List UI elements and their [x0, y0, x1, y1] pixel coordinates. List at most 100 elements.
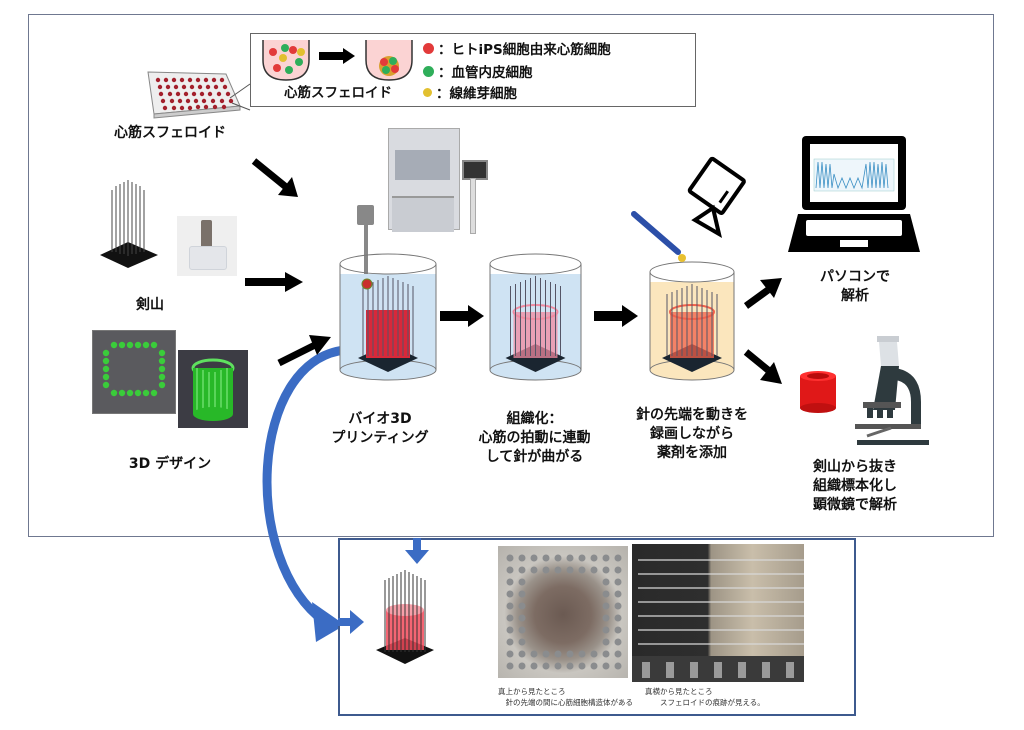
step-label-drug-addition: 針の先端を動きを 録画しながら 薬剤を添加 — [636, 407, 748, 461]
needle-tip — [614, 614, 622, 622]
legend-label: ：血管内皮細胞 — [438, 65, 533, 81]
needle-tip — [566, 662, 574, 670]
needle-tip — [590, 650, 598, 658]
spheroid-droplet — [361, 278, 373, 290]
side-view-caption: 真横から見たところ スフェロイドの痕跡が見える。 — [645, 687, 765, 707]
microscope-analysis-label: 剣山から抜き 組織標本化し 顕微鏡で解析 — [813, 459, 897, 513]
spheroid-input-label: 心筋スフェロイド — [114, 125, 226, 141]
spheroid-cup-before — [262, 40, 310, 81]
spheroid-cup-after — [365, 40, 413, 81]
kenzan-photo — [177, 216, 237, 276]
step-label-tissue-formation: 組織化： 心筋の拍動に連動 して針が曲がる — [478, 411, 591, 465]
needle-tip — [518, 590, 526, 598]
kenzan-label: 剣山 — [136, 297, 164, 313]
needle-tip — [602, 650, 610, 658]
needle-tip — [506, 650, 514, 658]
needle-tip — [530, 566, 538, 574]
needle-tip — [506, 638, 514, 646]
needle-tip — [518, 650, 526, 658]
kenzan-needle-array-icon — [100, 180, 158, 268]
needle-tip — [518, 614, 526, 622]
needle-tip — [506, 554, 514, 562]
legend-item-cardiomyocyte: ：ヒトiPS細胞由来心筋細胞 — [423, 38, 611, 58]
needle-tip — [506, 614, 514, 622]
spheroid-legend-label: 心筋スフェロイド — [284, 85, 392, 101]
needle-tip — [566, 650, 574, 658]
needle-tip — [506, 578, 514, 586]
needle-tip — [566, 554, 574, 562]
beaker-bioprinting — [339, 253, 437, 381]
needle-tip — [518, 578, 526, 586]
needle-tip — [506, 590, 514, 598]
needle-tip — [506, 602, 514, 610]
beaker-drug-addition — [649, 261, 735, 381]
legend-item-fibroblast: ：線維芽細胞 — [423, 82, 517, 102]
needle-tip — [614, 590, 622, 598]
microscope-icon — [855, 336, 929, 445]
needle-tip — [602, 626, 610, 634]
needle-tip — [554, 554, 562, 562]
arrow-spheroid-to-print — [251, 158, 298, 197]
arrow-right-icon — [319, 48, 355, 64]
arrow-kenzan-to-print — [245, 272, 303, 292]
camera-icon — [687, 156, 746, 239]
machine-chamber — [395, 150, 450, 180]
tissue-on-kenzan-illustration — [376, 570, 434, 664]
needle-tip — [614, 626, 622, 634]
arrow-design-to-print — [277, 335, 331, 367]
legend-item-endothelial: ：血管内皮細胞 — [423, 61, 533, 81]
needle-tip — [506, 626, 514, 634]
down-arrow-icon — [405, 538, 429, 564]
machine-cabinet — [392, 196, 454, 232]
needle-tip — [530, 662, 538, 670]
needle-tip — [518, 602, 526, 610]
needle-tip — [614, 602, 622, 610]
needle-tip — [590, 554, 598, 562]
needle-tip — [554, 650, 562, 658]
beaker-rim — [339, 253, 437, 275]
red-cell-sphere-icon — [423, 42, 434, 54]
beaker-tissue-formation — [489, 253, 582, 381]
needle-tip — [542, 554, 550, 562]
needle-tip — [578, 566, 586, 574]
arrow-to-pc — [743, 278, 782, 309]
laptop-icon — [788, 136, 920, 252]
needle-tip — [602, 614, 610, 622]
arrow-tissue-to-drug — [594, 305, 638, 327]
needle-tip — [614, 578, 622, 586]
needle-tip — [542, 662, 550, 670]
needle-tip — [602, 662, 610, 670]
needle-tip — [530, 554, 538, 562]
pipette-icon — [631, 211, 686, 262]
needle-tip — [614, 650, 622, 658]
top-view-caption: 真上から見たところ 針の先端の間に心筋細胞構造体がある — [498, 687, 633, 707]
step-label-bioprinting: バイオ3D プリンティング — [331, 411, 429, 446]
cylinder-design-render — [191, 358, 235, 421]
green-cell-sphere-icon — [423, 65, 434, 77]
needle-tip — [554, 566, 562, 574]
needle-tip — [614, 662, 622, 670]
needle-tip — [518, 566, 526, 574]
arrow-print-to-tissue — [440, 305, 484, 327]
beaker-rim — [649, 261, 735, 283]
beaker-rim — [489, 253, 582, 275]
needle-tip — [578, 650, 586, 658]
needle-tip — [506, 566, 514, 574]
print-head-icon — [357, 205, 374, 225]
needle-tip — [590, 662, 598, 670]
needle-tip — [518, 626, 526, 634]
pc-analysis-label: パソコンで 解析 — [820, 269, 890, 304]
main-diagram-frame — [28, 14, 994, 537]
needle-tip — [566, 566, 574, 574]
needle-tip — [602, 578, 610, 586]
tissue-sample-icon — [800, 371, 836, 413]
needle-tip — [590, 566, 598, 574]
side-view-needles — [632, 559, 804, 682]
needle-tip — [578, 662, 586, 670]
needle-tip — [518, 662, 526, 670]
needle-tip — [614, 566, 622, 574]
legend-label: ：線維芽細胞 — [436, 86, 517, 102]
machine-monitor — [462, 160, 488, 180]
needle-tip — [518, 638, 526, 646]
